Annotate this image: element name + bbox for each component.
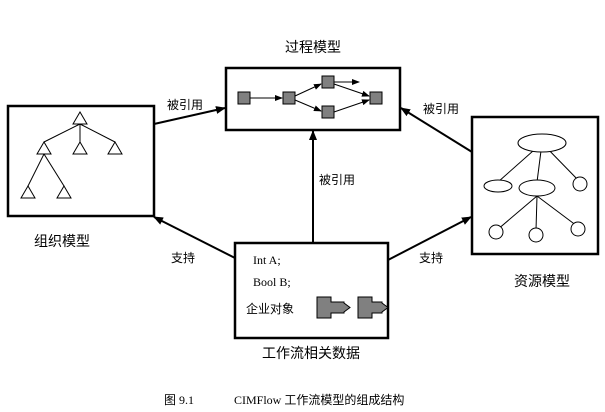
edge-label-referenced-left: 被引用 — [167, 98, 203, 112]
edge-resource-to-process — [400, 107, 473, 153]
workflow-data-box — [233, 241, 390, 340]
process-arrow-3 — [294, 99, 322, 112]
process-step-4 — [321, 105, 335, 119]
res-edge-mid-b — [535, 195, 538, 231]
resource-tree — [483, 133, 588, 243]
res-node-left — [483, 179, 513, 193]
res-node-leaf-a — [488, 224, 504, 240]
figure-number: 图 9.1 — [164, 393, 194, 407]
process-step-5 — [369, 91, 383, 105]
process-flow — [237, 75, 383, 119]
organization-model-title: 组织模型 — [34, 234, 90, 250]
data-item-int: Int A; — [253, 253, 281, 267]
res-edge-mid-a — [496, 195, 538, 231]
organization-model-box — [6, 104, 156, 218]
edge-data-to-resource — [387, 216, 472, 261]
org-node-leaf-a — [20, 185, 36, 199]
org-edge-left-a — [27, 153, 45, 187]
res-node-mid — [518, 179, 556, 197]
figure-caption: CIMFlow 工作流模型的组成结构 — [234, 392, 404, 407]
process-arrow-5 — [333, 83, 370, 97]
organization-tree — [20, 111, 123, 199]
edge-label-referenced-center: 被引用 — [319, 173, 355, 187]
process-step-1 — [237, 91, 251, 105]
org-node-leaf-b — [56, 185, 72, 199]
res-edge-mid-c — [536, 195, 578, 227]
res-node-leaf-b — [528, 227, 544, 243]
edge-data-to-org — [153, 216, 236, 259]
res-node-leaf-c — [570, 221, 586, 237]
process-arrow-6 — [333, 99, 370, 113]
process-model-title: 过程模型 — [285, 40, 341, 56]
edge-label-supports-right: 支持 — [419, 250, 443, 265]
process-step-2 — [282, 91, 296, 105]
data-item-enterprise-object: 企业对象 — [246, 301, 294, 316]
resource-model-title: 资源模型 — [514, 274, 570, 290]
org-node-mid — [72, 141, 88, 155]
org-edge-root-left — [43, 123, 81, 143]
workflow-data-title: 工作流相关数据 — [262, 346, 360, 362]
enterprise-object-icon — [316, 296, 351, 319]
org-edge-left-b — [43, 153, 65, 187]
res-node-right — [572, 176, 588, 192]
edge-org-to-process — [153, 106, 226, 125]
data-item-bool: Bool B; — [253, 275, 291, 289]
process-step-3 — [321, 75, 335, 89]
edge-label-referenced-right: 被引用 — [423, 102, 459, 116]
process-arrow-2 — [294, 83, 322, 97]
res-node-root — [517, 133, 567, 153]
edge-label-supports-left: 支持 — [171, 250, 195, 265]
org-node-right — [107, 141, 123, 155]
org-edge-root-right — [79, 123, 116, 143]
enterprise-object-icon — [357, 296, 389, 319]
